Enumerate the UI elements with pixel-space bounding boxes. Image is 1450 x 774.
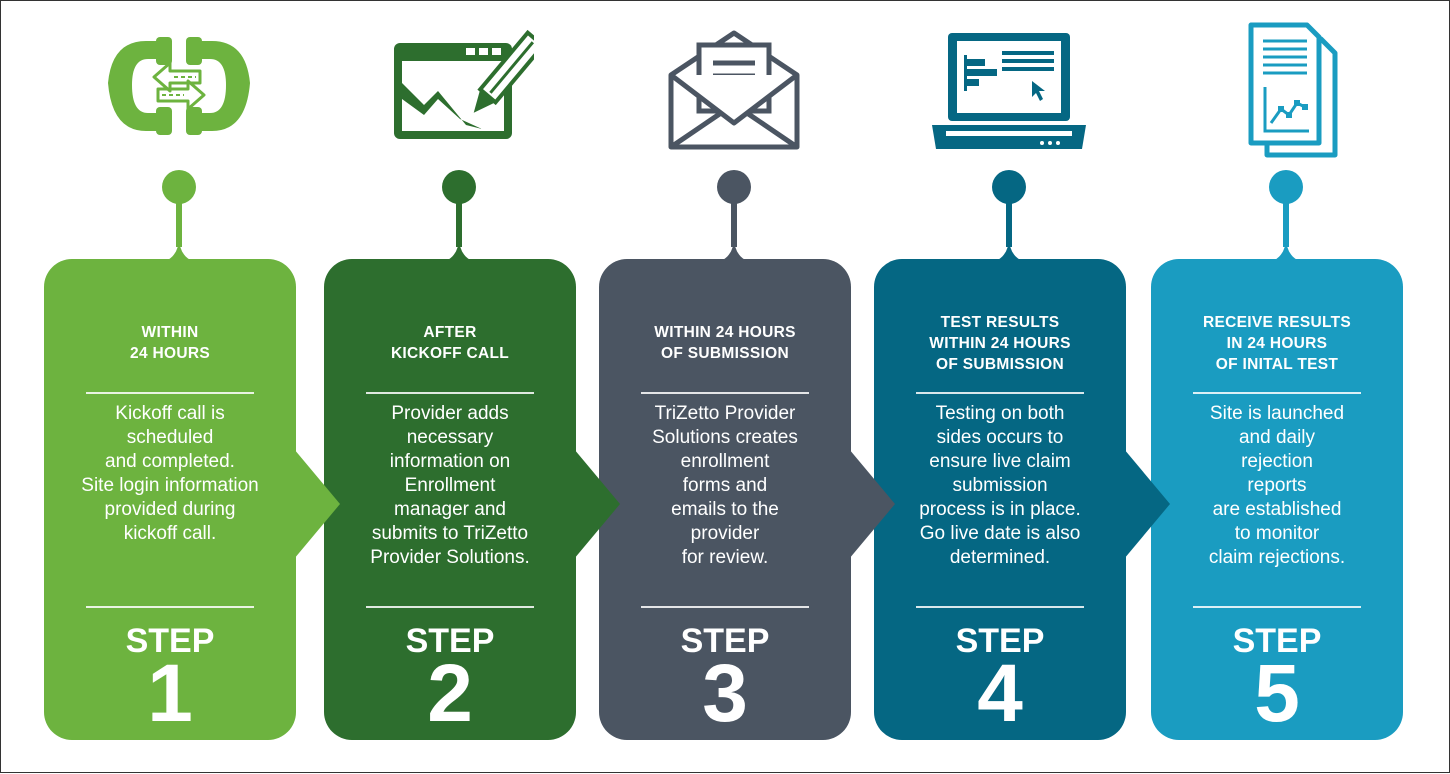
divider xyxy=(366,606,534,608)
connector-pin xyxy=(429,170,489,264)
step-description: Kickoff call is scheduled and completed.… xyxy=(81,403,259,544)
step-label: STEP xyxy=(955,622,1045,660)
connector-pin xyxy=(149,170,209,264)
divider xyxy=(641,606,809,608)
step-heading: RECEIVE RESULTS IN 24 HOURS OF INITAL TE… xyxy=(1202,313,1352,373)
arrow-right xyxy=(574,449,620,559)
step-description: Site is launched and daily rejection rep… xyxy=(1208,403,1346,568)
step-description: Testing on both sides occurs to ensure l… xyxy=(919,403,1081,568)
arrow-right xyxy=(1124,449,1170,559)
step-number: 1 xyxy=(147,648,193,739)
divider xyxy=(86,392,254,394)
connector-pin xyxy=(979,170,1039,264)
divider xyxy=(641,392,809,394)
step-label: STEP xyxy=(680,622,770,660)
step-2: AFTER KICKOFF CALL Provider adds necessa… xyxy=(324,1,620,774)
arrow-right xyxy=(849,449,895,559)
arrow-right xyxy=(294,449,340,559)
phone-exchange-icon xyxy=(44,19,314,167)
step-5: RECEIVE RESULTS IN 24 HOURS OF INITAL TE… xyxy=(1151,1,1421,774)
step-4: TEST RESULTS WITHIN 24 HOURS OF SUBMISSI… xyxy=(874,1,1170,774)
step-number: 4 xyxy=(977,648,1023,739)
step-label: STEP xyxy=(1232,622,1322,660)
step-heading: WITHIN 24 HOURS OF SUBMISSION xyxy=(654,324,796,362)
step-card: TEST RESULTS WITHIN 24 HOURS OF SUBMISSI… xyxy=(874,259,1126,740)
step-heading: AFTER KICKOFF CALL xyxy=(390,324,510,362)
envelope-icon xyxy=(599,19,869,167)
step-description: TriZetto Provider Solutions creates enro… xyxy=(652,403,798,568)
step-card: RECEIVE RESULTS IN 24 HOURS OF INITAL TE… xyxy=(1151,259,1403,740)
step-number: 2 xyxy=(427,648,473,739)
step-label: STEP xyxy=(405,622,495,660)
step-number: 3 xyxy=(702,648,748,739)
connector-pin xyxy=(1256,170,1316,264)
step-card: AFTER KICKOFF CALL Provider adds necessa… xyxy=(324,259,576,740)
step-3: WITHIN 24 HOURS OF SUBMISSION TriZetto P… xyxy=(599,1,895,774)
browser-pencil-icon xyxy=(324,19,594,167)
divider xyxy=(366,392,534,394)
step-label: STEP xyxy=(125,622,215,660)
divider xyxy=(86,606,254,608)
divider xyxy=(1193,606,1361,608)
divider xyxy=(916,392,1084,394)
step-card: WITHIN 24 HOURS Kickoff call is schedule… xyxy=(44,259,296,740)
step-card: WITHIN 24 HOURS OF SUBMISSION TriZetto P… xyxy=(599,259,851,740)
laptop-icon xyxy=(874,19,1144,167)
report-documents-icon xyxy=(1151,19,1421,167)
step-heading: TEST RESULTS WITHIN 24 HOURS OF SUBMISSI… xyxy=(929,313,1071,373)
step-description: Provider adds necessary information on E… xyxy=(370,403,530,568)
connector-pin xyxy=(704,170,764,264)
divider xyxy=(1193,392,1361,394)
step-1: WITHIN 24 HOURS Kickoff call is schedule… xyxy=(44,1,340,774)
divider xyxy=(916,606,1084,608)
step-heading: WITHIN 24 HOURS xyxy=(130,324,210,362)
step-number: 5 xyxy=(1254,648,1300,739)
